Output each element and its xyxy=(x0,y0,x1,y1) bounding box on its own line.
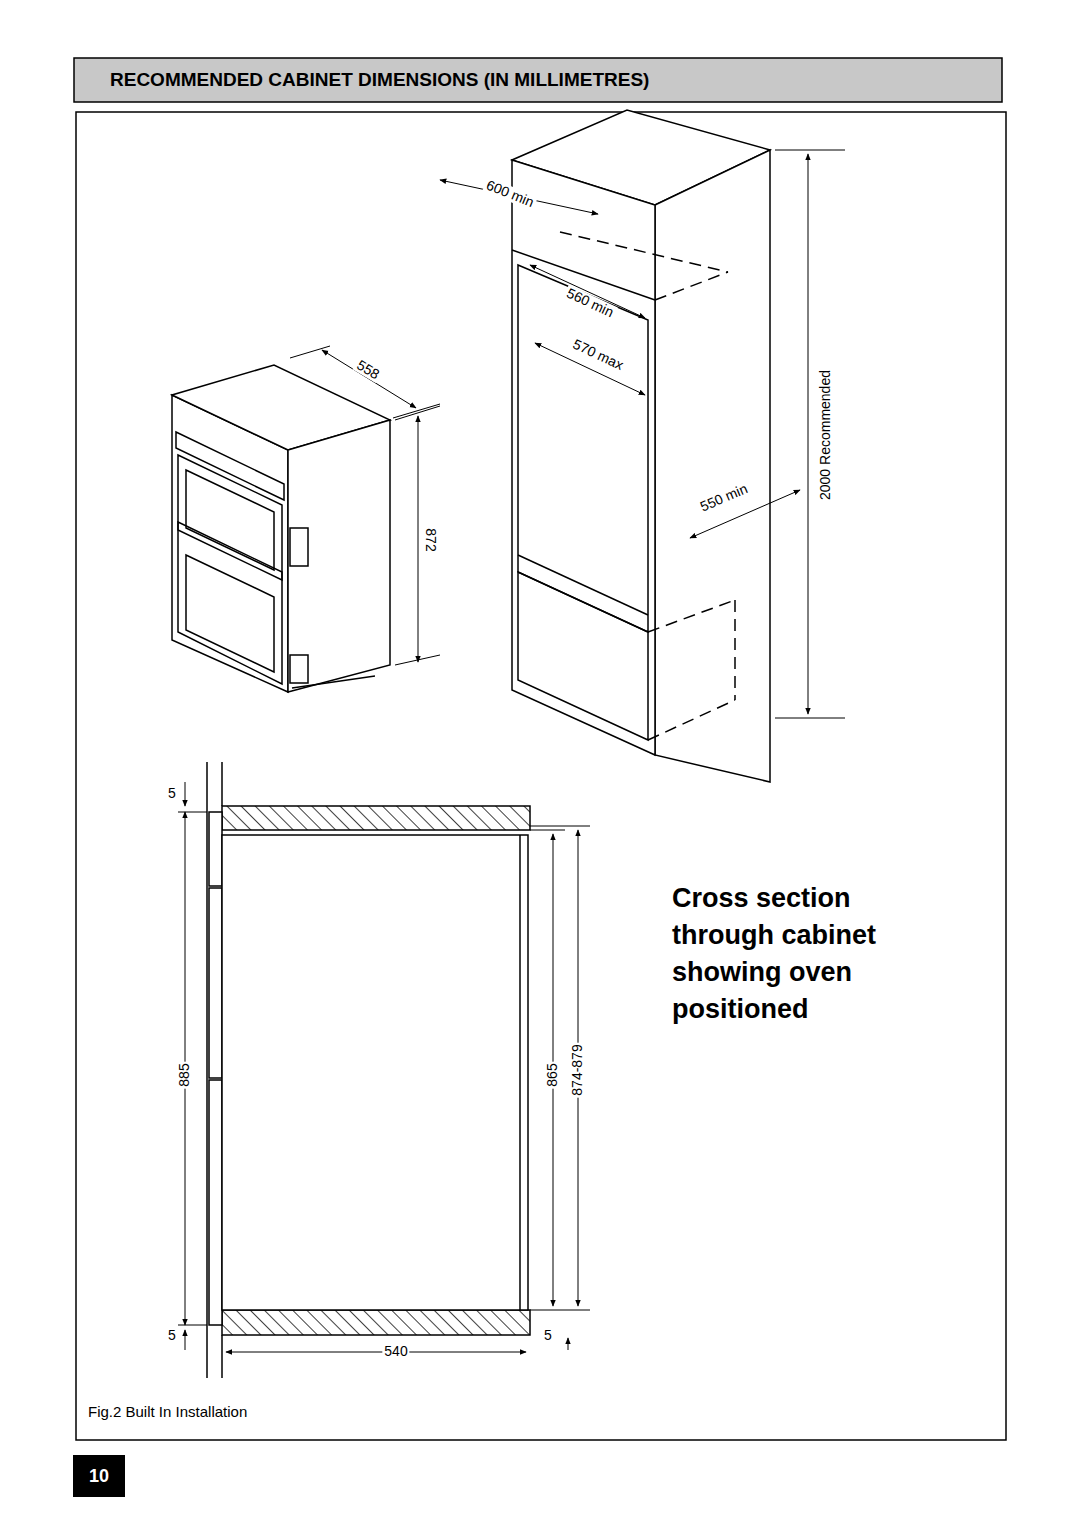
dimension-label: 865 xyxy=(545,1061,560,1088)
oven-drawing xyxy=(172,365,390,692)
dimension-label: 885 xyxy=(177,1061,192,1088)
dimension-lines xyxy=(178,782,590,1352)
dimension-label: 872 xyxy=(422,526,437,553)
dimension-label: 2000 Recommended xyxy=(818,368,833,502)
cross-section-drawing xyxy=(207,762,530,1378)
cabinet-drawing xyxy=(512,110,770,782)
figure-frame xyxy=(76,112,1006,1440)
figure-caption: Fig.2 Built In Installation xyxy=(88,1404,247,1421)
dimension-label: 5 xyxy=(166,786,178,801)
dimension-label: 5 xyxy=(166,1328,178,1343)
section-note: Cross section through cabinet showing ov… xyxy=(672,880,886,1028)
dimension-label: 5 xyxy=(542,1328,554,1343)
page-number: 10 xyxy=(89,1466,109,1487)
dimension-lines xyxy=(290,346,440,665)
dimension-label: 558 xyxy=(352,356,383,383)
page-number-box: 10 xyxy=(73,1455,125,1497)
dimension-lines xyxy=(440,150,845,718)
title-banner xyxy=(74,58,1002,102)
page-title: RECOMMENDED CABINET DIMENSIONS (IN MILLI… xyxy=(110,69,649,91)
dimension-label: 540 xyxy=(382,1344,409,1359)
dimension-label: 874-879 xyxy=(570,1042,585,1097)
